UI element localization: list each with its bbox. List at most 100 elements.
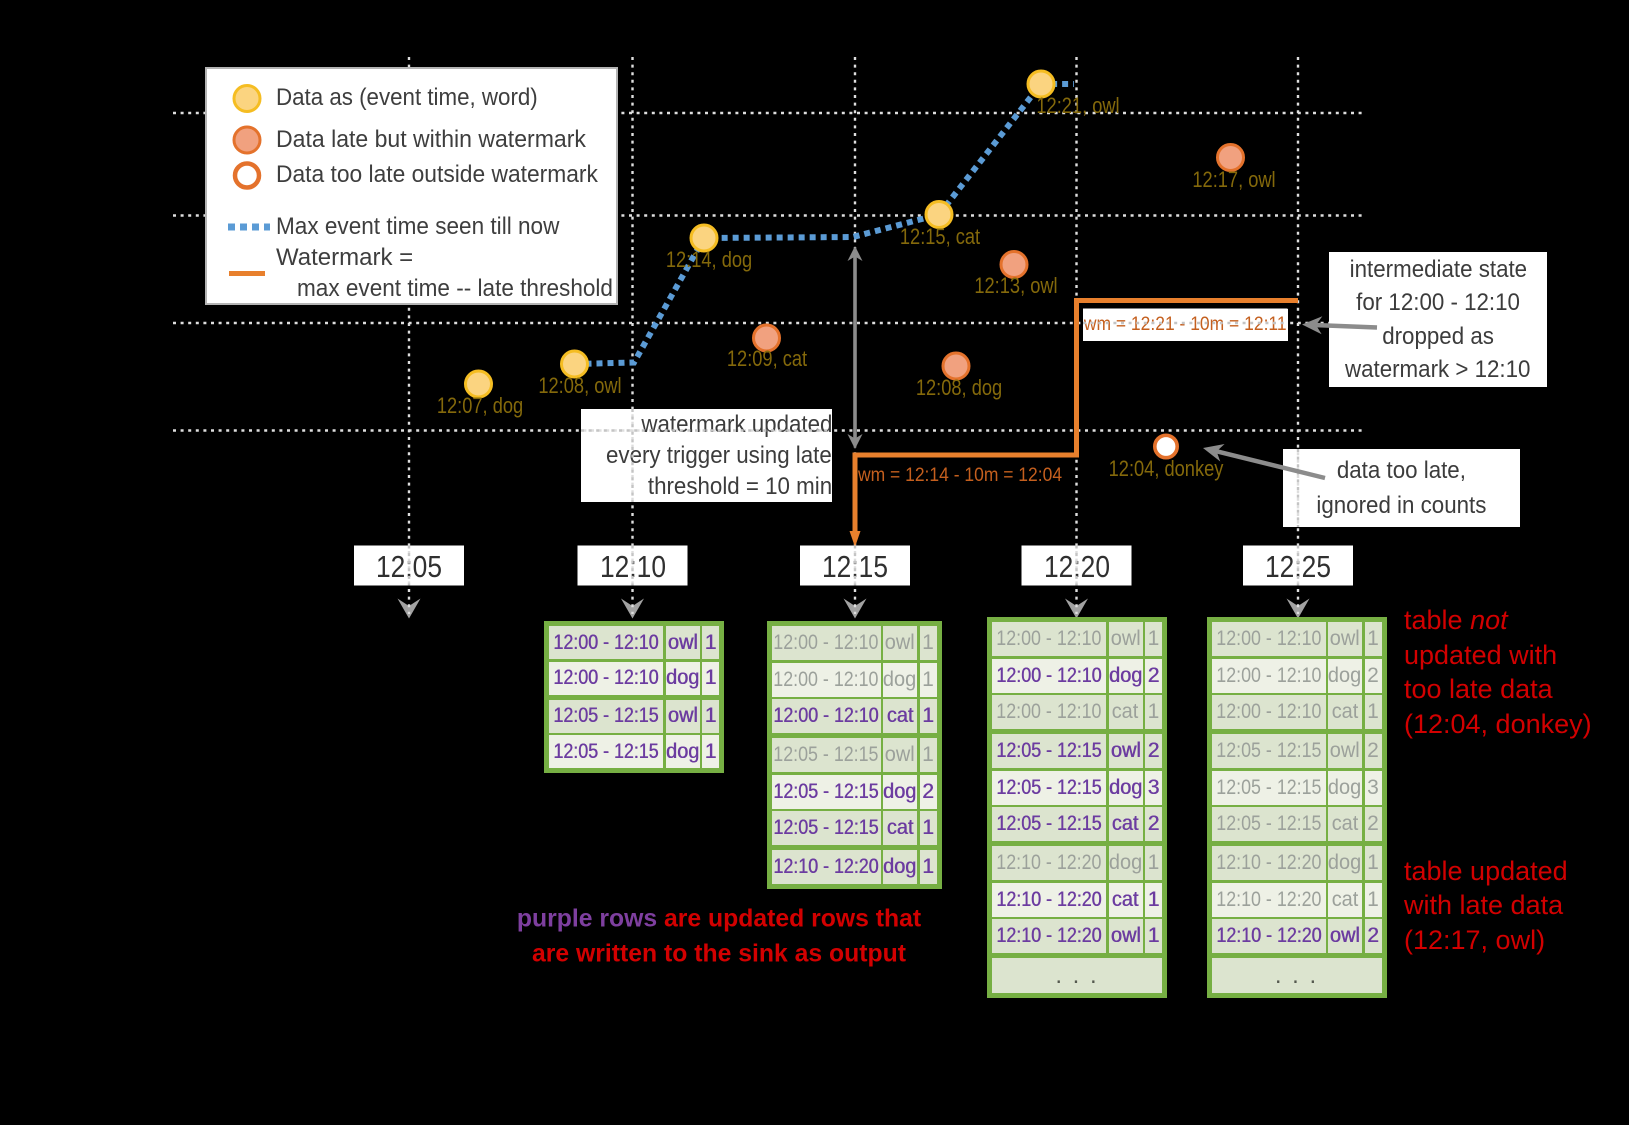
window-cell: 12:05 - 12:15 xyxy=(549,699,663,733)
window-cell: 12:05 - 12:15 xyxy=(771,811,881,845)
word-cell: dog xyxy=(1328,846,1362,880)
cell-text: 12:10 - 12:20 xyxy=(996,887,1102,911)
sink-output-note-line: are written to the sink as output xyxy=(532,940,906,969)
window-cell: 12:10 - 12:20 xyxy=(1211,846,1326,880)
cell-text: 12:00 - 12:10 xyxy=(773,704,879,727)
legend-item-label: Watermark = xyxy=(276,243,414,271)
window-cell: 12:00 - 12:10 xyxy=(771,699,881,733)
word-cell: dog xyxy=(1328,658,1362,693)
data-point-label: 12:17, owl xyxy=(1191,167,1276,192)
cell-text: 1 xyxy=(1367,851,1379,874)
cell-text: 12:10 - 12:20 xyxy=(1215,851,1322,874)
window-cell: 12:05 - 12:15 xyxy=(992,807,1106,841)
count-cell: 3 xyxy=(1145,770,1162,805)
count-cell: 2 xyxy=(1145,658,1162,693)
cell-text: cat xyxy=(1331,887,1359,911)
word-cell: owl xyxy=(1108,734,1143,768)
count-cell: 1 xyxy=(1145,622,1162,656)
word-cell: dog xyxy=(1108,658,1143,693)
cell-text: 12:10 - 12:20 xyxy=(773,855,879,878)
cell-text: owl xyxy=(885,743,915,766)
trigger-time-label: 12:20 xyxy=(1043,548,1110,584)
window-cell: 12:00 - 12:10 xyxy=(992,622,1106,656)
data-point-late xyxy=(941,351,971,381)
count-cell: 1 xyxy=(1364,622,1382,656)
cell-text: 1 xyxy=(704,630,717,654)
count-cell: 1 xyxy=(919,626,937,660)
note-watermark-updated-text: threshold = 10 min xyxy=(647,473,832,500)
watermark-line xyxy=(852,298,1298,533)
table-update-note-line: too late data xyxy=(1404,672,1592,707)
watermark-value-text: wm = 12:21 - 10m = 12:11 xyxy=(1083,313,1287,335)
cell-text: owl xyxy=(1330,924,1360,947)
note-data-too-late-line: data too late, xyxy=(1283,453,1520,488)
cell-text: 1 xyxy=(922,704,934,727)
note-data-too-late-line: ignored in counts xyxy=(1283,488,1520,523)
note-data-too-late-text: data too late, xyxy=(1336,457,1467,484)
window-cell: 12:10 - 12:20 xyxy=(1211,919,1326,953)
cell-text: owl xyxy=(667,630,698,654)
cell-text: 12:00 - 12:10 xyxy=(1215,663,1322,687)
window-cell: 12:10 - 12:20 xyxy=(992,882,1106,917)
cell-text: owl xyxy=(1110,627,1141,650)
note-data-too-late: data too late, ignored in counts xyxy=(1283,449,1520,527)
cell-text: owl xyxy=(1110,924,1141,947)
window-cell: 12:05 - 12:15 xyxy=(1211,807,1326,841)
count-cell: 1 xyxy=(1364,846,1382,880)
cell-text: 1 xyxy=(922,667,934,691)
cell-text: dog xyxy=(1108,663,1143,687)
count-cell: 1 xyxy=(919,811,937,845)
cell-text: 12:10 - 12:20 xyxy=(1215,924,1322,947)
word-cell: cat xyxy=(1108,882,1143,917)
table-update-note-segment: too late data xyxy=(1404,674,1553,705)
count-cell: 2 xyxy=(1364,919,1382,953)
table-update-note-segment: (12:04, donkey) xyxy=(1404,708,1592,739)
cell-text: 12:10 - 12:20 xyxy=(996,851,1102,874)
word-cell: owl xyxy=(1108,919,1143,953)
cell-text: dog xyxy=(665,739,700,763)
table-ellipsis-row: . . . xyxy=(992,958,1162,993)
word-cell: dog xyxy=(883,662,917,697)
window-cell: 12:10 - 12:20 xyxy=(771,850,881,884)
cell-text: cat xyxy=(1331,700,1359,723)
table-update-note-line: (12:04, donkey) xyxy=(1404,707,1592,742)
count-cell: 3 xyxy=(1364,770,1382,805)
table-update-note-segment: updated with xyxy=(1404,639,1558,670)
trigger-time-label: 12:05 xyxy=(376,548,442,584)
note-watermark-updated-line: watermark updated xyxy=(581,409,832,440)
note-data-too-late-text: ignored in counts xyxy=(1316,492,1487,519)
count-cell: 1 xyxy=(702,626,719,659)
legend: Data as (event time, word)Data late but … xyxy=(205,66,618,305)
legend-item-label: Data as (event time, word) xyxy=(276,84,538,111)
note-intermediate-state-text: intermediate state xyxy=(1349,255,1527,283)
cell-text: 12:05 - 12:15 xyxy=(773,816,879,839)
count-cell: 1 xyxy=(702,699,719,733)
table-update-note-line: table not xyxy=(1404,603,1592,638)
legend-item-label: Data too late outside watermark xyxy=(276,161,598,188)
cell-text: dog xyxy=(1108,851,1143,874)
cell-text: 1 xyxy=(922,855,934,878)
word-cell: cat xyxy=(1328,882,1362,917)
trigger-time-label: 12:10 xyxy=(599,548,666,584)
data-point-label: 12:15, cat xyxy=(899,224,981,249)
word-cell: dog xyxy=(1108,846,1143,880)
cell-text: 1 xyxy=(1367,700,1379,723)
window-cell: 12:00 - 12:10 xyxy=(771,626,881,660)
data-point-toolate xyxy=(1153,433,1180,460)
cell-text: 12:05 - 12:15 xyxy=(1215,812,1322,835)
table-update-note-line: table updated xyxy=(1404,854,1568,889)
trigger-time-label: 12:25 xyxy=(1265,548,1331,584)
cell-text: owl xyxy=(885,631,915,654)
cell-text: 2 xyxy=(922,779,934,803)
count-cell: 2 xyxy=(1364,807,1382,841)
